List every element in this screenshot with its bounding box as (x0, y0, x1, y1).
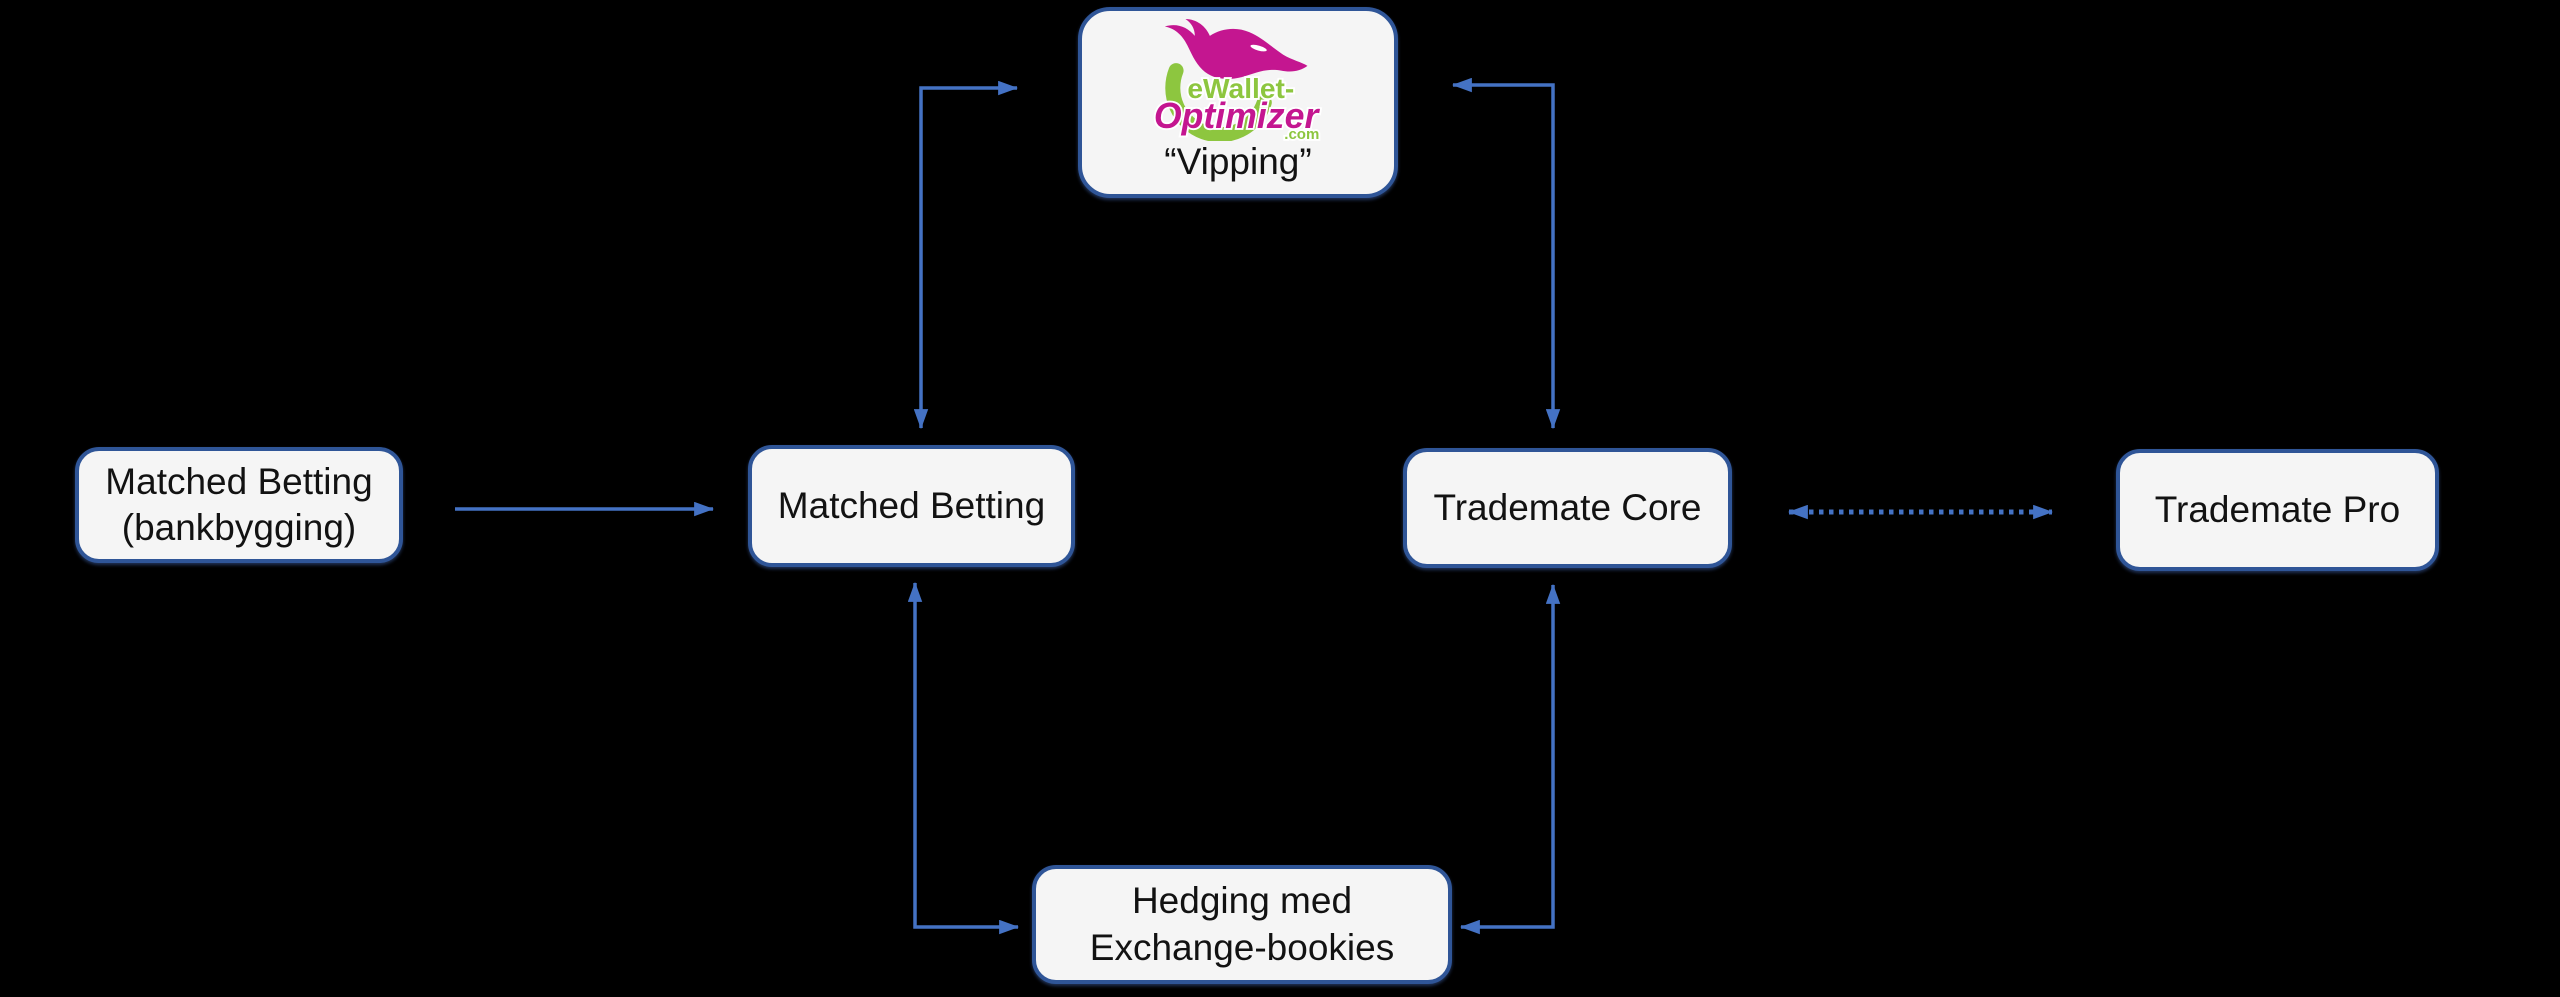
edge-vipping-trademate-core (1451, 77, 1561, 430)
node-label-vipping: “Vipping” (1164, 141, 1312, 182)
logo-text-optimizer: Optimizer (1154, 96, 1321, 136)
node-trademate-pro: Trademate Pro (2116, 449, 2439, 571)
node-label-line1: Matched Betting (105, 460, 373, 502)
ewallet-optimizer-logo: eWallet- Optimizer .com (1152, 19, 1322, 141)
logo-text-ewallet: eWallet- (1187, 73, 1294, 104)
edge-trademate-core-hedging (1459, 583, 1561, 935)
node-matched-betting: Matched Betting (748, 445, 1075, 567)
node-label: Trademate Pro (2154, 488, 2401, 530)
logo-text-com: .com (1284, 126, 1319, 141)
node-vipping: eWallet- Optimizer .com “Vipping” (1078, 7, 1398, 198)
node-label: Matched Betting (777, 484, 1046, 526)
node-label-line2: (bankbygging) (121, 507, 357, 548)
bull-eye (1250, 44, 1267, 52)
node-label: Trademate Core (1433, 486, 1702, 528)
bull-head-icon (1164, 19, 1308, 79)
node-matched-betting-bankbygging: Matched Betting (bankbygging) (75, 447, 403, 563)
node-label-line1: Hedging med (1131, 880, 1353, 922)
node-trademate-core: Trademate Core (1403, 448, 1732, 568)
node-label-line2: Exchange-bookies (1089, 926, 1395, 968)
node-hedging-med-exchange-bookies: Hedging med Exchange-bookies (1032, 865, 1452, 984)
logo-swoosh (1165, 63, 1272, 141)
edge-matched-betting-hedging (907, 581, 1020, 935)
edge-matched-betting-vipping (913, 80, 1019, 430)
